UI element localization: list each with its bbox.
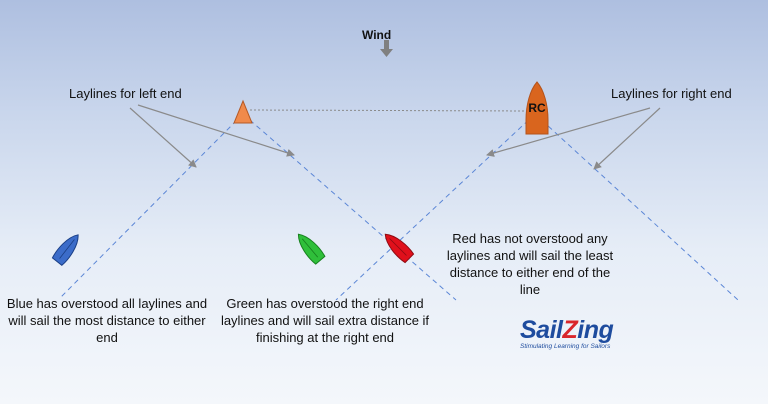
layline-left-end-port	[59, 113, 244, 299]
pointer-arrow-left-1	[129, 107, 197, 168]
blue-boat-icon	[51, 234, 79, 266]
layline-right-end-starboard	[534, 113, 739, 301]
left-laylines-label: Laylines for left end	[69, 86, 182, 101]
committee-boat-icon	[525, 81, 549, 135]
red-boat-caption: Red has not overstood any laylines and w…	[446, 231, 614, 297]
pointer-arrow-right-2	[593, 107, 661, 170]
sailzing-wordmark: SailZing	[520, 316, 614, 344]
pin-end-mark-icon	[233, 99, 253, 124]
sailzing-logo: SailZing Stimulating Learning for Sailor…	[520, 316, 636, 350]
wind-arrow-icon	[380, 40, 393, 57]
blue-boat-caption: Blue has overstood all laylines and will…	[6, 296, 208, 345]
wind-label: Wind	[362, 28, 392, 42]
green-boat-caption: Green has overstood the right end laylin…	[220, 296, 430, 345]
layline-left-end-starboard	[242, 113, 457, 301]
pointer-arrow-left-2	[137, 104, 295, 157]
pointer-arrow-right-1	[486, 107, 651, 157]
red-boat-icon	[384, 233, 415, 264]
finish-line	[249, 109, 527, 112]
right-laylines-label: Laylines for right end	[611, 86, 732, 101]
committee-boat-label: RC	[528, 101, 546, 115]
sailzing-tagline: Stimulating Learning for Sailors	[520, 343, 611, 350]
layline-right-end-port	[335, 113, 536, 301]
green-boat-icon	[297, 233, 326, 265]
